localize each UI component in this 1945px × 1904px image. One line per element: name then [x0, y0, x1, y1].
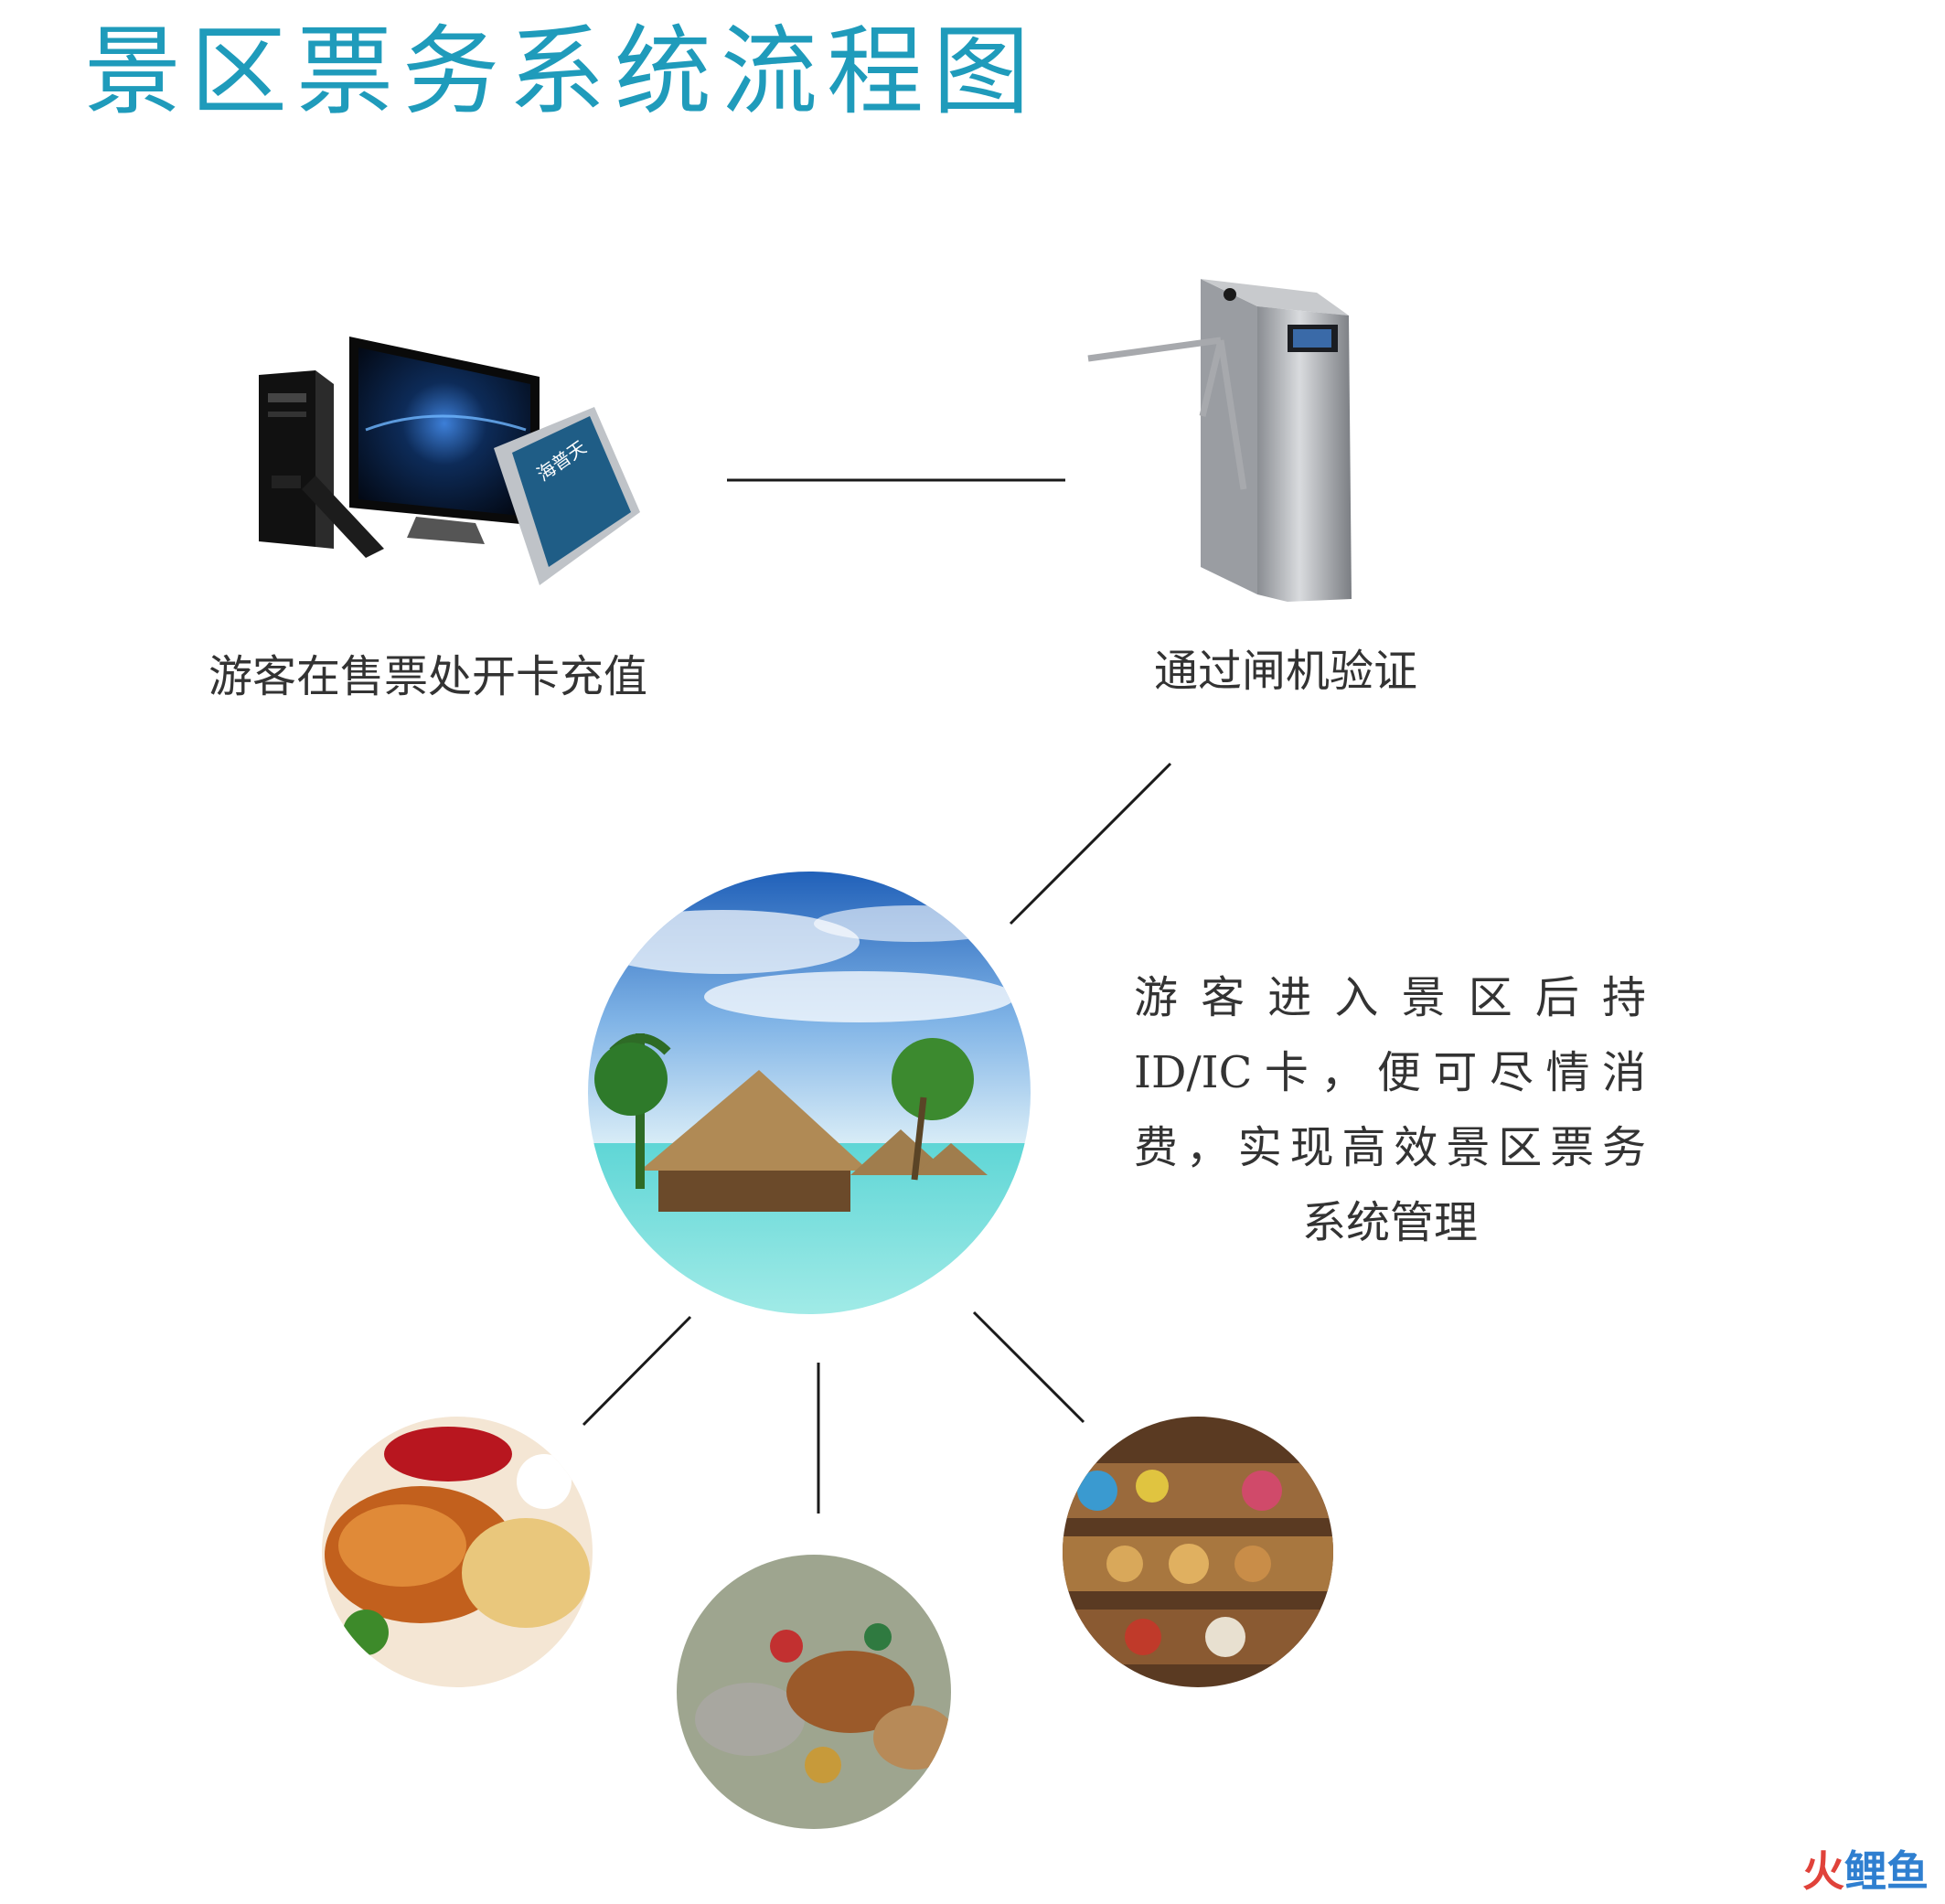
description-line-1: 游客进入景区后持 [1134, 960, 1646, 1035]
description-line-3: 费，实现高效景区票务 [1134, 1110, 1646, 1185]
turnstile-gate-illustration [1088, 279, 1352, 602]
connector-scenic-market [974, 1312, 1084, 1422]
gate-label: 通过闸机验证 [1154, 646, 1417, 699]
description-line-2: ID/IC卡，便可尽情消 [1134, 1035, 1646, 1110]
scenic-area-photo [585, 869, 1033, 1326]
watermark-part-1: 火 [1802, 1846, 1844, 1896]
watermark-logo: 火鲤鱼 [1802, 1838, 1929, 1899]
watermark-part-2: 鲤鱼 [1844, 1846, 1929, 1896]
market-photo [1061, 1413, 1335, 1687]
connector-scenic-food [583, 1317, 690, 1425]
consumption-description: 游客进入景区后持 ID/IC卡，便可尽情消 费，实现高效景区票务 系统管理 [1134, 960, 1646, 1260]
computer-card-illustration: 海普天 [259, 337, 640, 585]
souvenir-photo [677, 1555, 956, 1829]
food-photo [320, 1413, 594, 1687]
ticket-office-label: 游客在售票处开卡充值 [208, 651, 647, 704]
connector-gate-scenic [1010, 764, 1170, 924]
description-line-4: 系统管理 [1134, 1185, 1646, 1260]
